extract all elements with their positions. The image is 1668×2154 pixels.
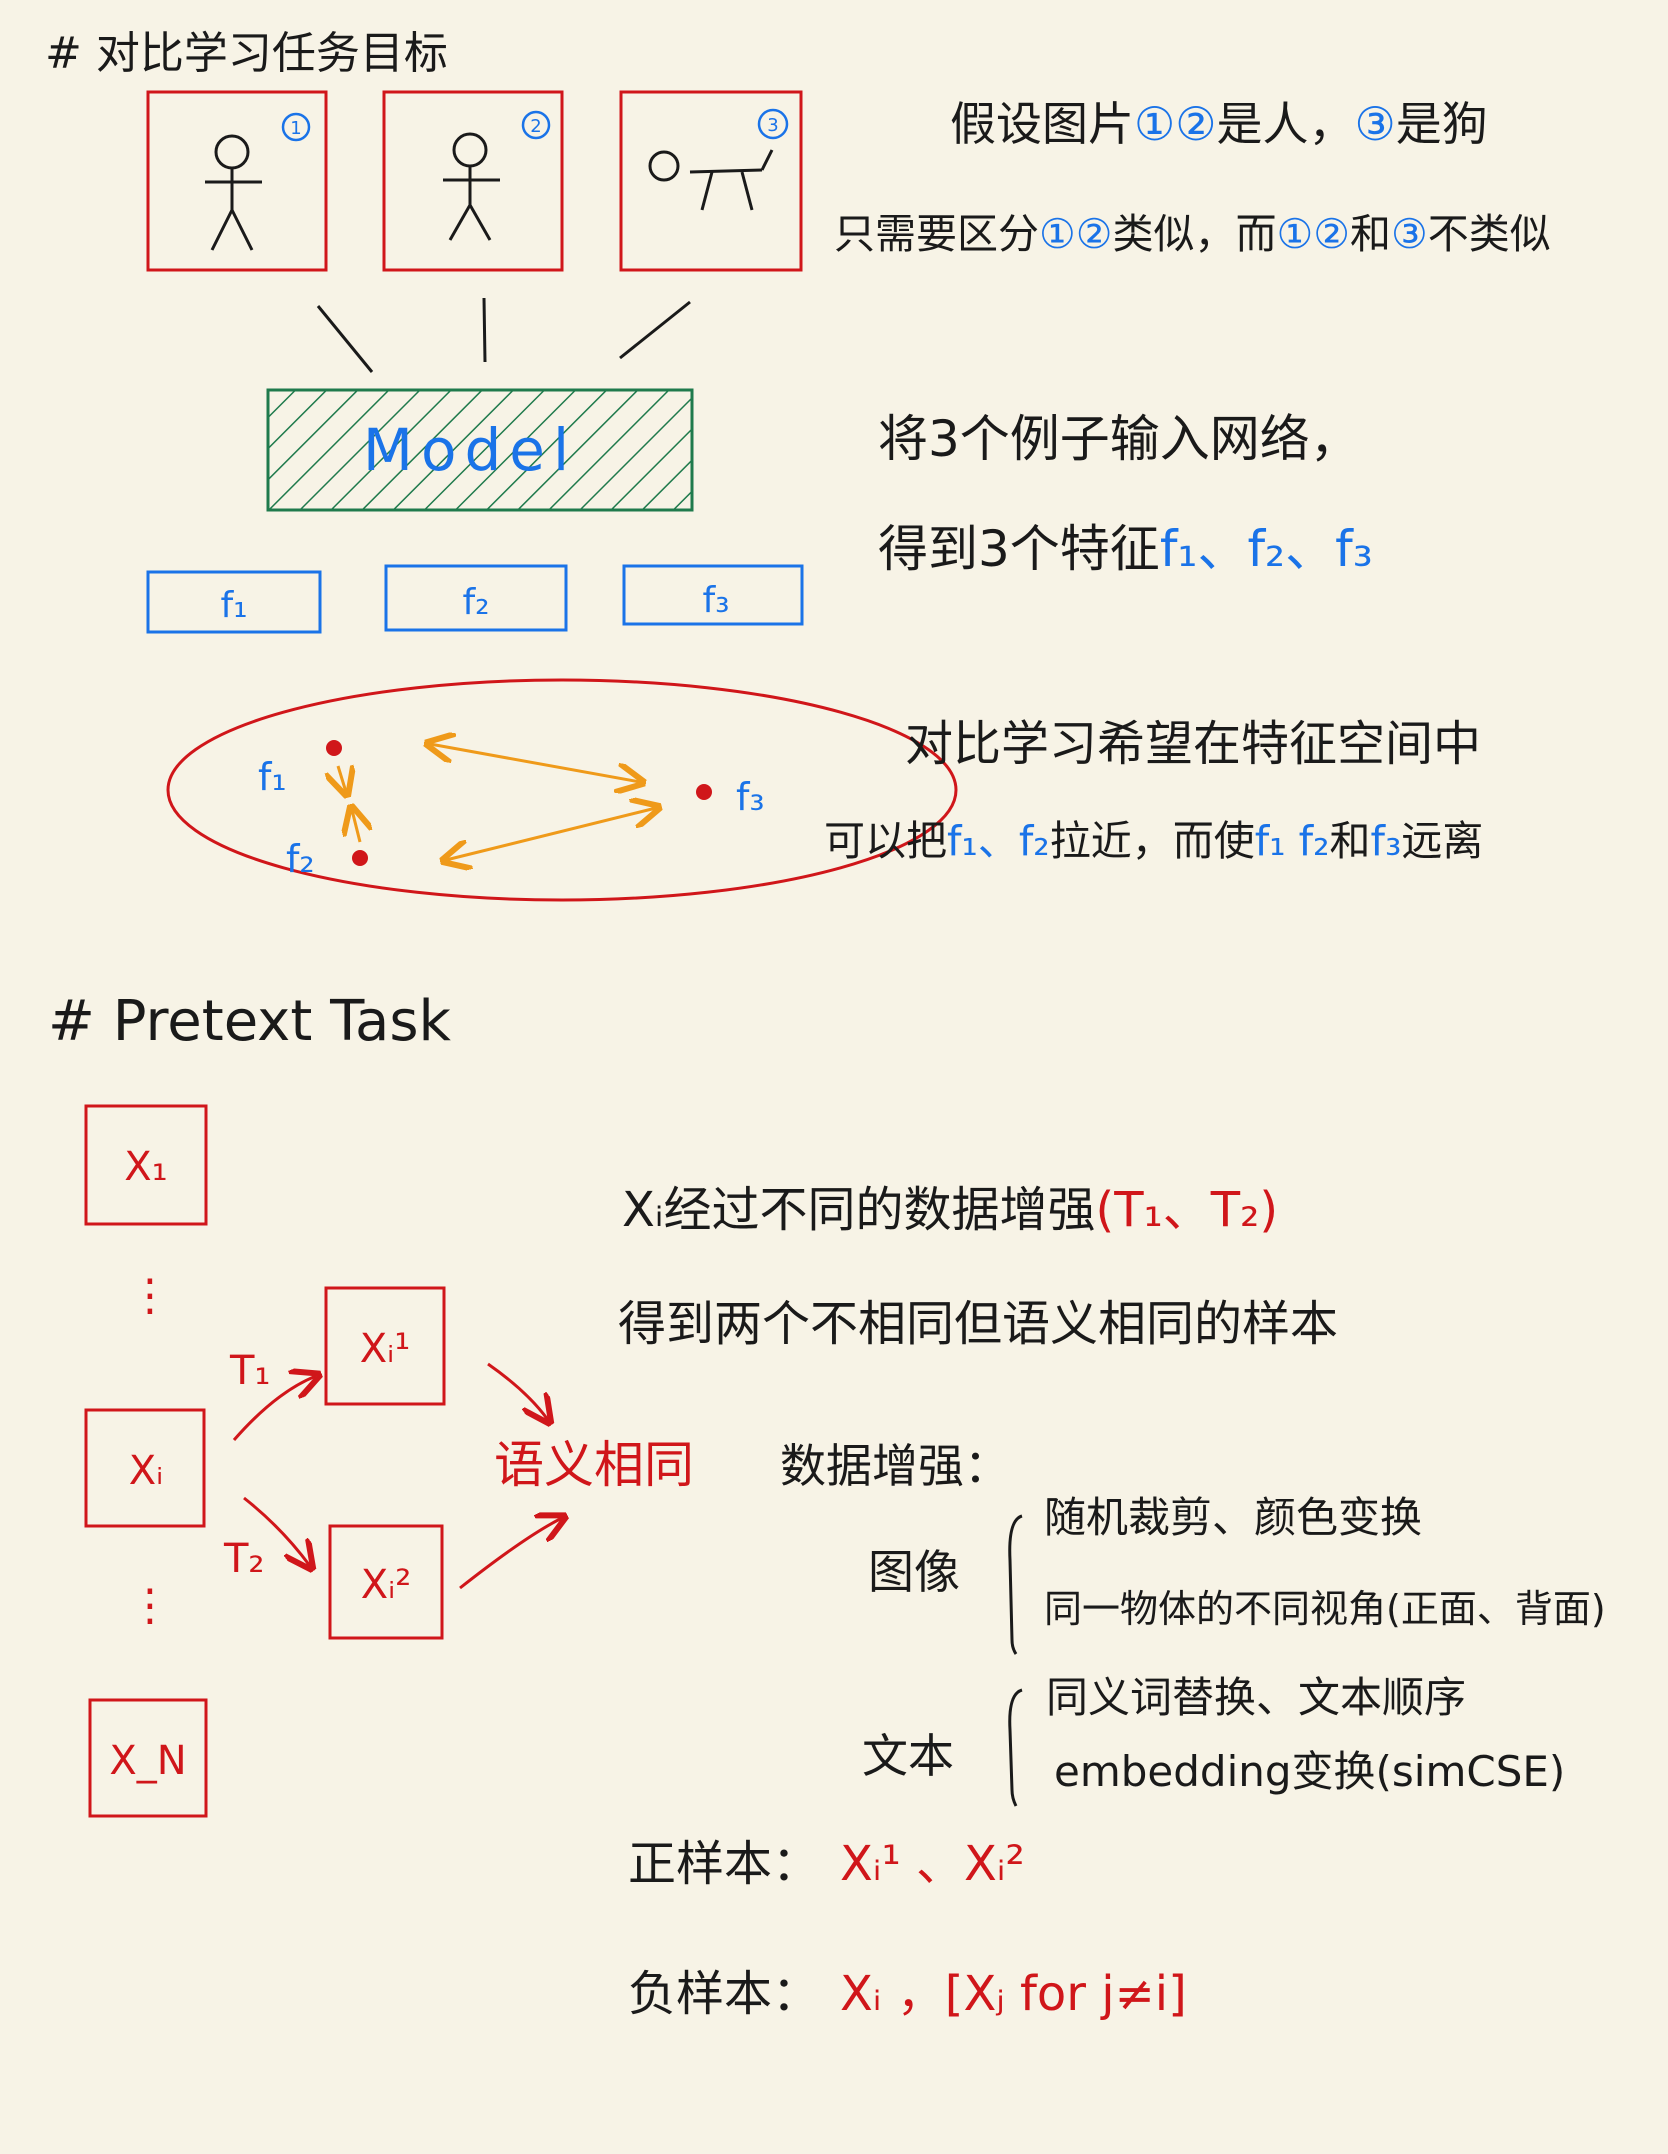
space-label-3: f₃: [736, 775, 765, 819]
input-image-3: 3: [619, 90, 803, 272]
image-badge-3: [757, 108, 789, 140]
dog-icon: [648, 149, 774, 211]
transform-label-2: T₂: [223, 1536, 264, 1582]
input-image-2: 2: [382, 90, 564, 272]
pull-arrow-down: [338, 766, 346, 792]
positive-samples: 正样本：Xᵢ¹ 、Xᵢ²: [628, 1836, 1025, 1892]
image-badge-1-label: 1: [290, 118, 301, 139]
image-badge-2-label: 2: [530, 116, 541, 137]
feature-box-3: f₃: [622, 564, 804, 626]
feature-point-1: [326, 740, 342, 756]
feature-label-1: f₁: [220, 585, 247, 626]
pull-arrow-up: [352, 810, 360, 843]
feature-box-1: f₁: [146, 570, 322, 634]
image-aug-brace: [1008, 1514, 1023, 1655]
note-line-6: 可以把f₁、f₂拉近，而使f₁ f₂和f₃远离: [824, 817, 1483, 865]
sample-box-i: Xᵢ: [84, 1408, 206, 1528]
input-image-1: 1: [146, 90, 328, 272]
feature-point-2: [352, 850, 368, 866]
view-box-1: Xᵢ¹: [324, 1286, 446, 1406]
text-aug-brace: [1008, 1688, 1023, 1807]
feature-space: f₁ f₂ f₃: [166, 678, 958, 902]
feature-label-3: f₃: [702, 580, 729, 621]
sample-label-i: Xᵢ: [129, 1448, 164, 1494]
feature-point-3: [696, 784, 712, 800]
view-box-2: Xᵢ²: [328, 1524, 444, 1640]
person-icon: [443, 132, 500, 241]
text-aug-item-1: 同义词替换、文本顺序: [1046, 1673, 1466, 1722]
note-line-3: 将3个例子输入网络，: [878, 410, 1360, 468]
sample-box-n: X_N: [88, 1698, 208, 1818]
note2-line-2: 得到两个不相同但语义相同的样本: [618, 1296, 1338, 1352]
view-label-1: Xᵢ¹: [360, 1326, 411, 1372]
note-line-5: 对比学习希望在特征空间中: [905, 716, 1481, 772]
sample-box-1: X₁: [84, 1104, 208, 1226]
note-line-4: 得到3个特征f₁、f₂、f₃: [878, 520, 1373, 578]
dots-bottom: ⋮: [128, 1580, 172, 1631]
dots-top: ⋮: [128, 1270, 172, 1321]
semantic-arrow-1: [487, 1362, 548, 1420]
feature-label-2: f₂: [462, 582, 489, 623]
feature-box-2: f₂: [384, 564, 568, 632]
sample-label-n: X_N: [109, 1738, 186, 1784]
image-aug-item-1: 随机裁剪、颜色变换: [1044, 1493, 1422, 1542]
image-aug-label: 图像: [868, 1545, 960, 1599]
space-label-1: f₁: [258, 755, 287, 799]
negative-samples: 负样本：Xᵢ ，[Xⱼ for j≠i]: [628, 1966, 1187, 2022]
transform-label-1: T₁: [229, 1348, 270, 1394]
note-line-2: 只需要区分①②类似，而①②和③不类似: [834, 210, 1551, 258]
sample-label-1: X₁: [124, 1144, 167, 1190]
image-badge-1: [281, 112, 311, 142]
connector-lines: [316, 297, 691, 373]
view-label-2: Xᵢ²: [361, 1562, 412, 1608]
transform-arrow-1: [232, 1376, 316, 1441]
text-aug-item-2: embedding变换(simCSE): [1054, 1747, 1565, 1796]
semantic-arrow-2: [459, 1518, 562, 1590]
same-semantics-label: 语义相同: [494, 1436, 694, 1494]
note-line-1: 假设图片①②是人，③是狗: [950, 97, 1488, 151]
image-aug-item-2: 同一物体的不同视角(正面、背面): [1044, 1587, 1606, 1631]
space-label-2: f₂: [286, 837, 315, 881]
push-arrow-bottom: [446, 808, 656, 860]
person-icon: [205, 134, 262, 251]
model-block: Model: [266, 388, 694, 512]
image-badge-2: [521, 110, 551, 140]
augmentation-title: 数据增强：: [780, 1439, 1010, 1493]
section1-heading: # 对比学习任务目标: [45, 28, 448, 79]
section2-heading: # Pretext Task: [48, 989, 452, 1054]
transform-arrow-2: [243, 1496, 310, 1566]
text-aug-label: 文本: [862, 1729, 954, 1783]
model-label: Model: [363, 416, 577, 484]
note2-line-1: Xᵢ经过不同的数据增强(T₁、T₂): [622, 1182, 1278, 1238]
push-arrow-top: [430, 744, 640, 782]
image-badge-3-label: 3: [767, 115, 778, 136]
